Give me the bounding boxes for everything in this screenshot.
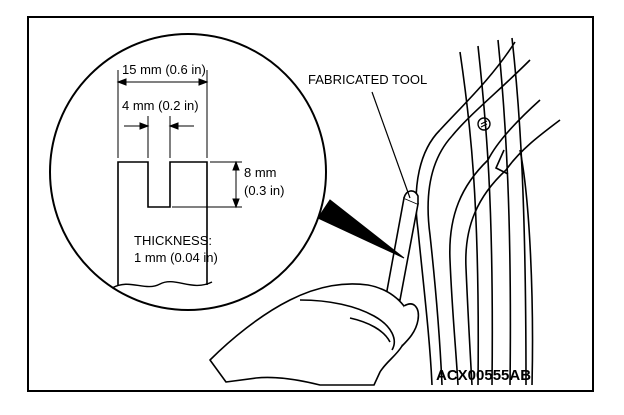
label-thickness-value: 1 mm (0.04 in): [134, 250, 218, 265]
fabricated-tool: [385, 190, 419, 302]
dim-4mm: [124, 116, 194, 158]
label-depth-8-in: (0.3 in): [244, 183, 284, 198]
magnifier-circle: [49, 33, 327, 311]
label-width-15: 15 mm (0.6 in): [122, 62, 206, 77]
label-depth-8: 8 mm: [244, 165, 277, 180]
label-width-4: 4 mm (0.2 in): [122, 98, 199, 113]
figure-border: [27, 16, 594, 392]
label-thickness: THICKNESS:: [134, 233, 212, 248]
door-weatherstrip: [415, 37, 561, 386]
figure-code: ACX00555AB: [436, 367, 531, 384]
dim-8mm: [172, 160, 242, 209]
break-line: [111, 281, 213, 289]
tool-profile: [117, 161, 208, 285]
dim-15mm: [116, 70, 209, 158]
clip-icon: [477, 117, 491, 131]
clip-detail-icon: [480, 120, 488, 128]
hand: [209, 283, 420, 386]
tool-leader-line: [371, 91, 411, 199]
magnifier-pointer: [317, 199, 405, 259]
label-fabricated-tool: FABRICATED TOOL: [308, 72, 427, 87]
